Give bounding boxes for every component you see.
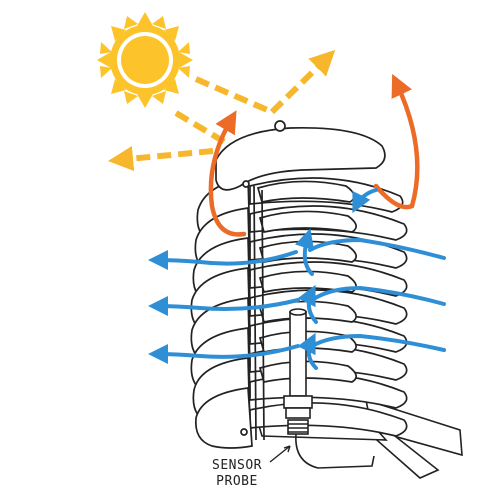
airflow-arrows — [148, 188, 446, 370]
airflow-out-2 — [148, 296, 300, 317]
sensor-probe-label-line2: PROBE — [216, 474, 258, 489]
airflow-out-1 — [148, 250, 298, 271]
airflow-inner-1 — [352, 188, 378, 214]
airflow-in-3 — [310, 333, 446, 352]
solar-ray-incoming — [194, 76, 274, 115]
solar-ray-reflected-up — [269, 49, 336, 115]
airflow-curl-3 — [297, 332, 318, 370]
airflow-in-1 — [308, 237, 446, 260]
heat-dissipation-arrows — [208, 73, 420, 237]
sensor-probe-pointer — [269, 445, 291, 463]
heat-arrow-left — [208, 110, 247, 237]
solar-ray-reflected-left — [107, 146, 214, 172]
airflow-out-3 — [148, 344, 300, 365]
sun-icon — [97, 12, 193, 108]
airflow-in-2 — [310, 285, 446, 306]
airflow-curl-2 — [297, 284, 318, 324]
airflow-curl-1 — [294, 228, 315, 276]
heat-arrow-right — [373, 73, 420, 210]
sensor-probe-label-line1: SENSOR — [212, 458, 262, 473]
